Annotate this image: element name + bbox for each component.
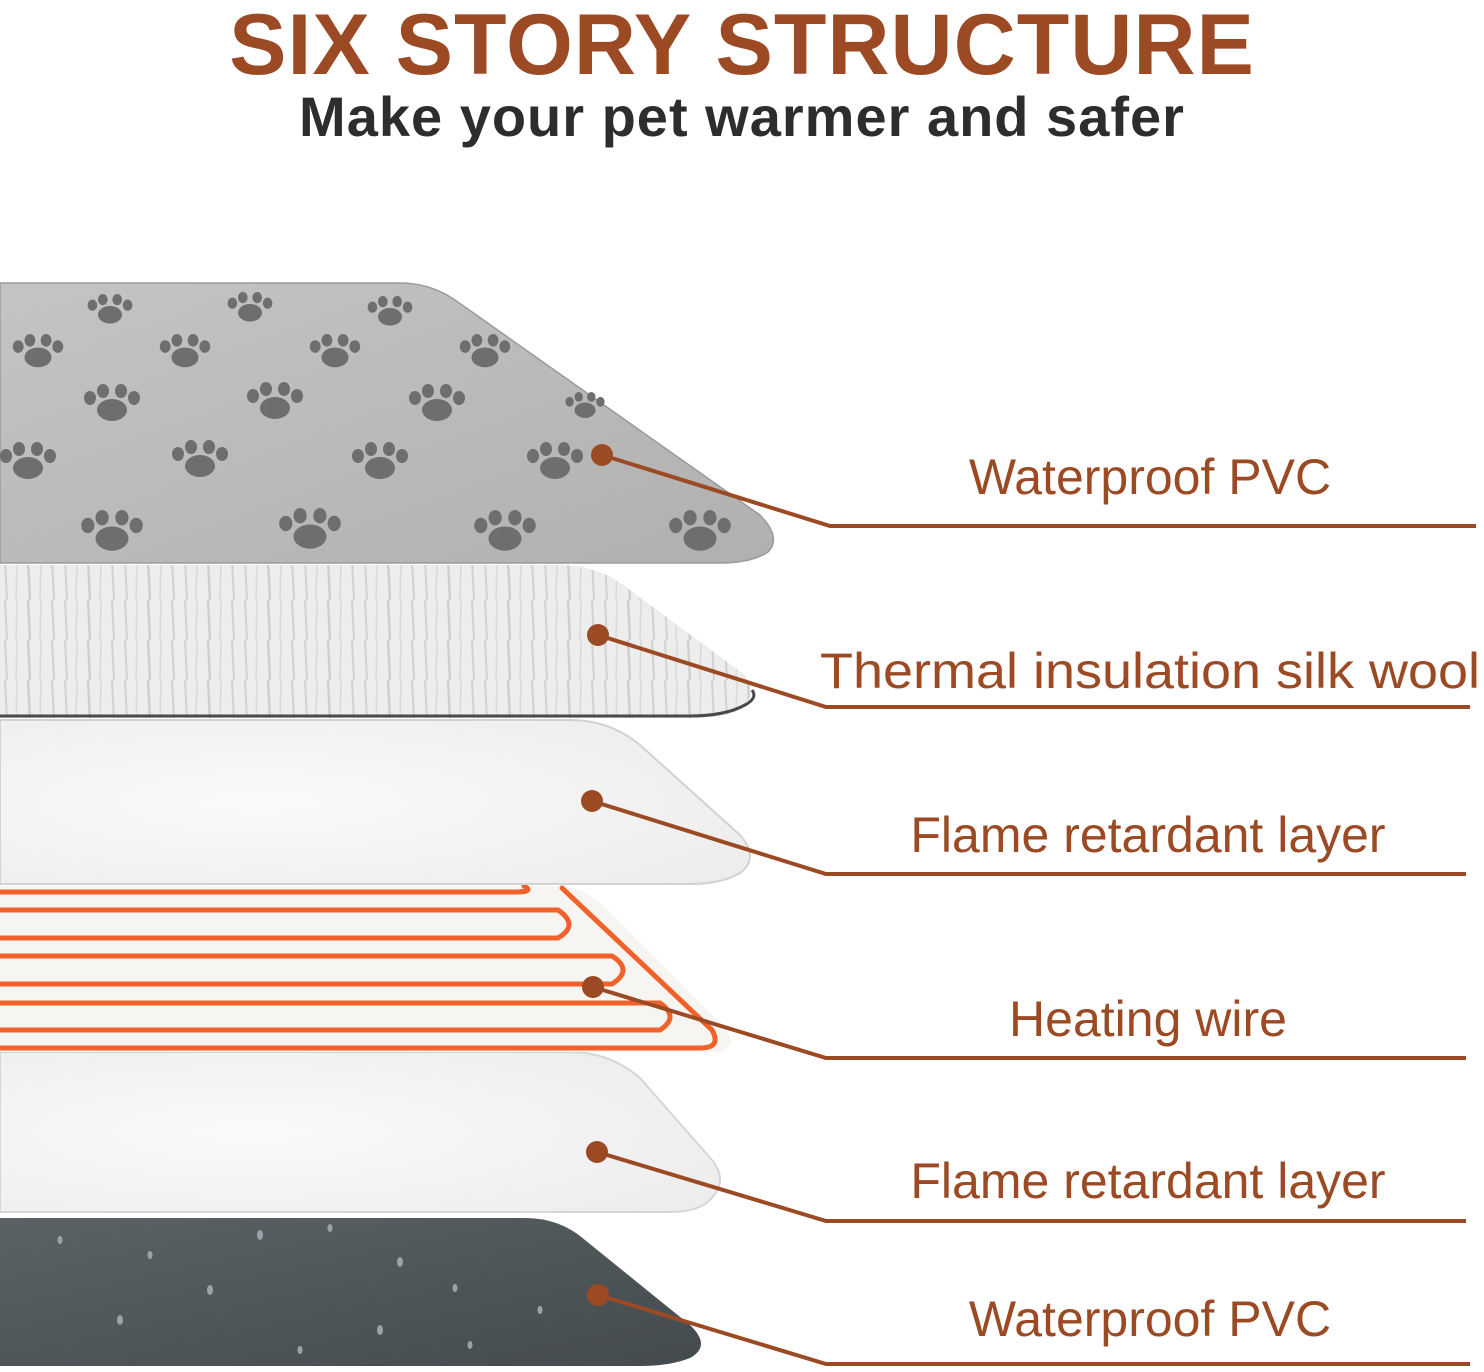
layer-top-pvc: [0, 282, 775, 564]
paw-print-icon: [279, 508, 341, 549]
paw-print-icon: [227, 292, 273, 322]
callout-dot: [587, 1284, 609, 1306]
layer-flame-retardant-upper: [0, 719, 751, 885]
layer-thermal-silk-wool: [0, 565, 756, 718]
paw-print-icon: [309, 334, 361, 368]
leader-heating-wire: [582, 976, 1466, 1060]
paw-print-icon: [247, 382, 303, 419]
page-subtitle: Make your pet warmer and safer: [299, 85, 1185, 148]
callout-dot: [587, 624, 609, 646]
heating-wire-coil: [0, 883, 718, 1051]
callout-dot: [582, 976, 604, 998]
layer-heating-wire: [0, 883, 731, 1052]
paw-print-icon: [352, 442, 408, 479]
label-flame-retardant-lower: Flame retardant layer: [910, 1153, 1385, 1209]
label-waterproof-pvc-bottom: Waterproof PVC: [969, 1291, 1331, 1347]
label-waterproof-pvc-top: Waterproof PVC: [969, 449, 1331, 505]
paw-print-icon: [159, 334, 211, 368]
callout-dot: [586, 1141, 608, 1163]
paw-print-icon: [367, 296, 413, 326]
callout-leaders: [581, 444, 1476, 1366]
paw-print-icon: [459, 334, 511, 368]
paw-print-icon: [81, 510, 143, 551]
callout-dot: [581, 790, 603, 812]
paw-print-icon: [0, 292, 731, 551]
paw-print-icon: [409, 384, 465, 421]
paw-print-icon: [527, 442, 583, 479]
paw-print-icon: [0, 442, 56, 479]
water-droplet-icon: [57, 1224, 543, 1354]
paw-print-icon: [669, 510, 731, 551]
paw-print-icon: [172, 440, 228, 477]
leader-flame-retardant-upper: [581, 790, 1466, 876]
callout-dot: [591, 444, 613, 466]
label-thermal-insulation-silk-wool: Thermal insulation silk wool: [820, 643, 1480, 699]
layer-flame-retardant-lower: [0, 1051, 721, 1213]
paw-print-icon: [12, 334, 64, 368]
leader-flame-retardant-lower: [586, 1141, 1466, 1223]
leader-waterproof-pvc-bottom: [587, 1284, 1470, 1366]
paw-print-icon: [87, 294, 133, 324]
page-title: SIX STORY STRUCTURE: [229, 0, 1255, 93]
paw-print-icon: [474, 510, 536, 551]
label-flame-retardant-upper: Flame retardant layer: [910, 807, 1385, 863]
leader-waterproof-pvc-top: [591, 444, 1476, 528]
paw-print-icon: [565, 392, 605, 418]
label-heating-wire: Heating wire: [1009, 991, 1287, 1047]
paw-print-icon: [84, 384, 140, 421]
layer-bottom-pvc: [0, 1218, 701, 1366]
leader-thermal-insulation-silk-wool: [587, 624, 1470, 709]
